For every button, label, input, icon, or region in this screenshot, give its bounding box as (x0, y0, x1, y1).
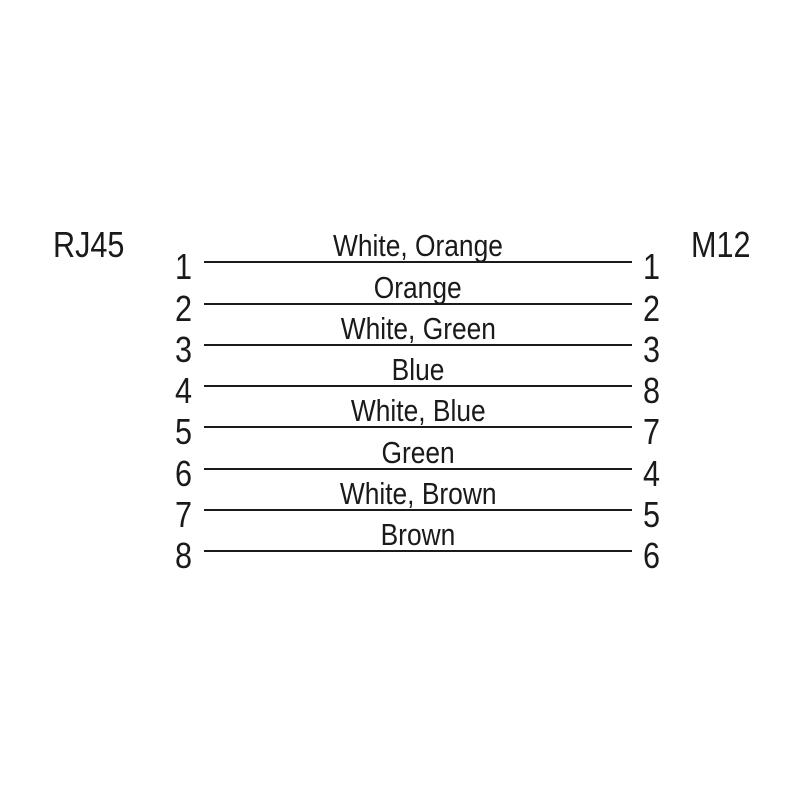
left-pin-number: 4 (174, 370, 192, 412)
wire-color-label: White, Green (340, 310, 496, 346)
wire-color-label: Blue (391, 352, 445, 388)
left-pin-number: 5 (174, 411, 192, 453)
wire-row: Blue 4 8 (0, 346, 800, 409)
right-connector-label: M12 (691, 224, 751, 265)
right-pin-number: 5 (643, 494, 661, 536)
right-pin-number: 1 (643, 246, 661, 288)
left-pin-number: 6 (174, 452, 192, 494)
wire-row: White, Blue 5 7 (0, 387, 800, 450)
left-connector-label: RJ45 (53, 224, 125, 265)
wire-line (204, 343, 632, 346)
wire-line (204, 385, 632, 388)
wire-line (204, 302, 632, 305)
wire-line (204, 261, 632, 264)
wire-color-label: Brown (380, 517, 456, 553)
left-pin-number: 2 (174, 287, 192, 329)
right-pin-number: 2 (643, 287, 661, 329)
wire-color-label: Green (381, 434, 455, 470)
wire-row: White, Orange 1 1 (0, 222, 800, 285)
wire-row: Green 6 4 (0, 428, 800, 492)
wire-line (204, 550, 632, 553)
wire-color-label: White, Brown (339, 476, 497, 512)
right-pin-number: 4 (643, 452, 661, 494)
wire-color-label: Orange (374, 269, 462, 305)
wire-row: White, Green 3 3 (0, 305, 800, 368)
left-pin-number: 3 (174, 328, 192, 370)
left-pin-number: 1 (174, 246, 192, 288)
wire-row: Brown 8 6 (0, 511, 800, 574)
wire-row: Orange 2 2 (0, 263, 800, 327)
left-pin-number: 8 (174, 535, 192, 577)
wire-line (204, 426, 632, 429)
wire-rows: White, Orange 1 1 Orange 2 2 White, Gree… (0, 222, 800, 574)
left-pin-number: 7 (174, 494, 192, 536)
right-pin-number: 6 (643, 535, 661, 577)
wire-line (204, 467, 632, 470)
right-pin-number: 3 (643, 328, 661, 370)
wire-row: White, Brown 7 5 (0, 470, 800, 533)
right-pin-number: 7 (643, 411, 661, 453)
wire-color-label: White, Blue (350, 393, 486, 429)
right-pin-number: 8 (643, 370, 661, 412)
wire-color-label: White, Orange (333, 228, 503, 264)
wire-line (204, 509, 632, 512)
